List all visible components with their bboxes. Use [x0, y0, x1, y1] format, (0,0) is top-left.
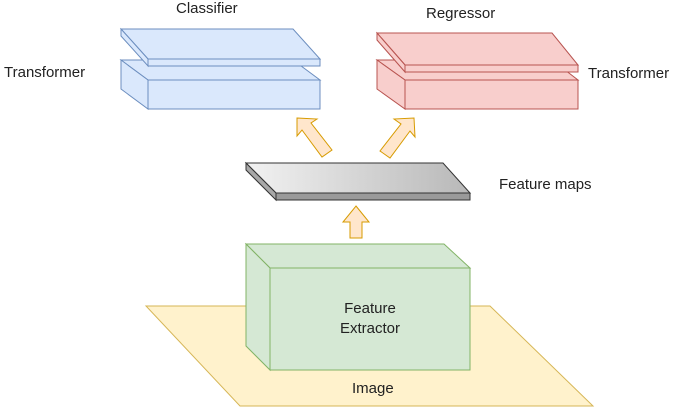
regressor-upper-top — [375, 32, 580, 66]
extractor-label-line1: Feature — [344, 300, 396, 317]
regressor-upper-front — [404, 64, 579, 73]
transformer-right-label: Transformer — [588, 65, 670, 82]
feature-map-front-edge — [275, 192, 471, 201]
feature-extractor-block — [244, 242, 472, 372]
classifier-label: Classifier — [176, 0, 238, 17]
classifier-lower-front — [147, 79, 321, 110]
arrow-up-icon — [341, 205, 371, 239]
feature-map-plate — [244, 161, 472, 202]
extractor-label-line2: Extractor — [339, 320, 400, 337]
classifier-block — [119, 27, 322, 110]
classifier-upper-front — [147, 58, 321, 67]
feature-extractor-front — [269, 267, 471, 371]
feature-extractor-top — [244, 243, 472, 269]
regressor-label: Regressor — [426, 5, 496, 22]
arrow-up-left-icon — [296, 117, 333, 158]
regressor-lower-front — [404, 79, 579, 110]
transformer-left-label: Transformer — [4, 64, 86, 81]
image-label: Image — [352, 380, 394, 397]
arrow-up-right-icon — [379, 117, 416, 159]
feature-map-top — [244, 162, 472, 194]
regressor-block — [375, 31, 580, 110]
feature-maps-label: Feature maps — [499, 176, 592, 193]
classifier-upper-top — [119, 28, 322, 60]
